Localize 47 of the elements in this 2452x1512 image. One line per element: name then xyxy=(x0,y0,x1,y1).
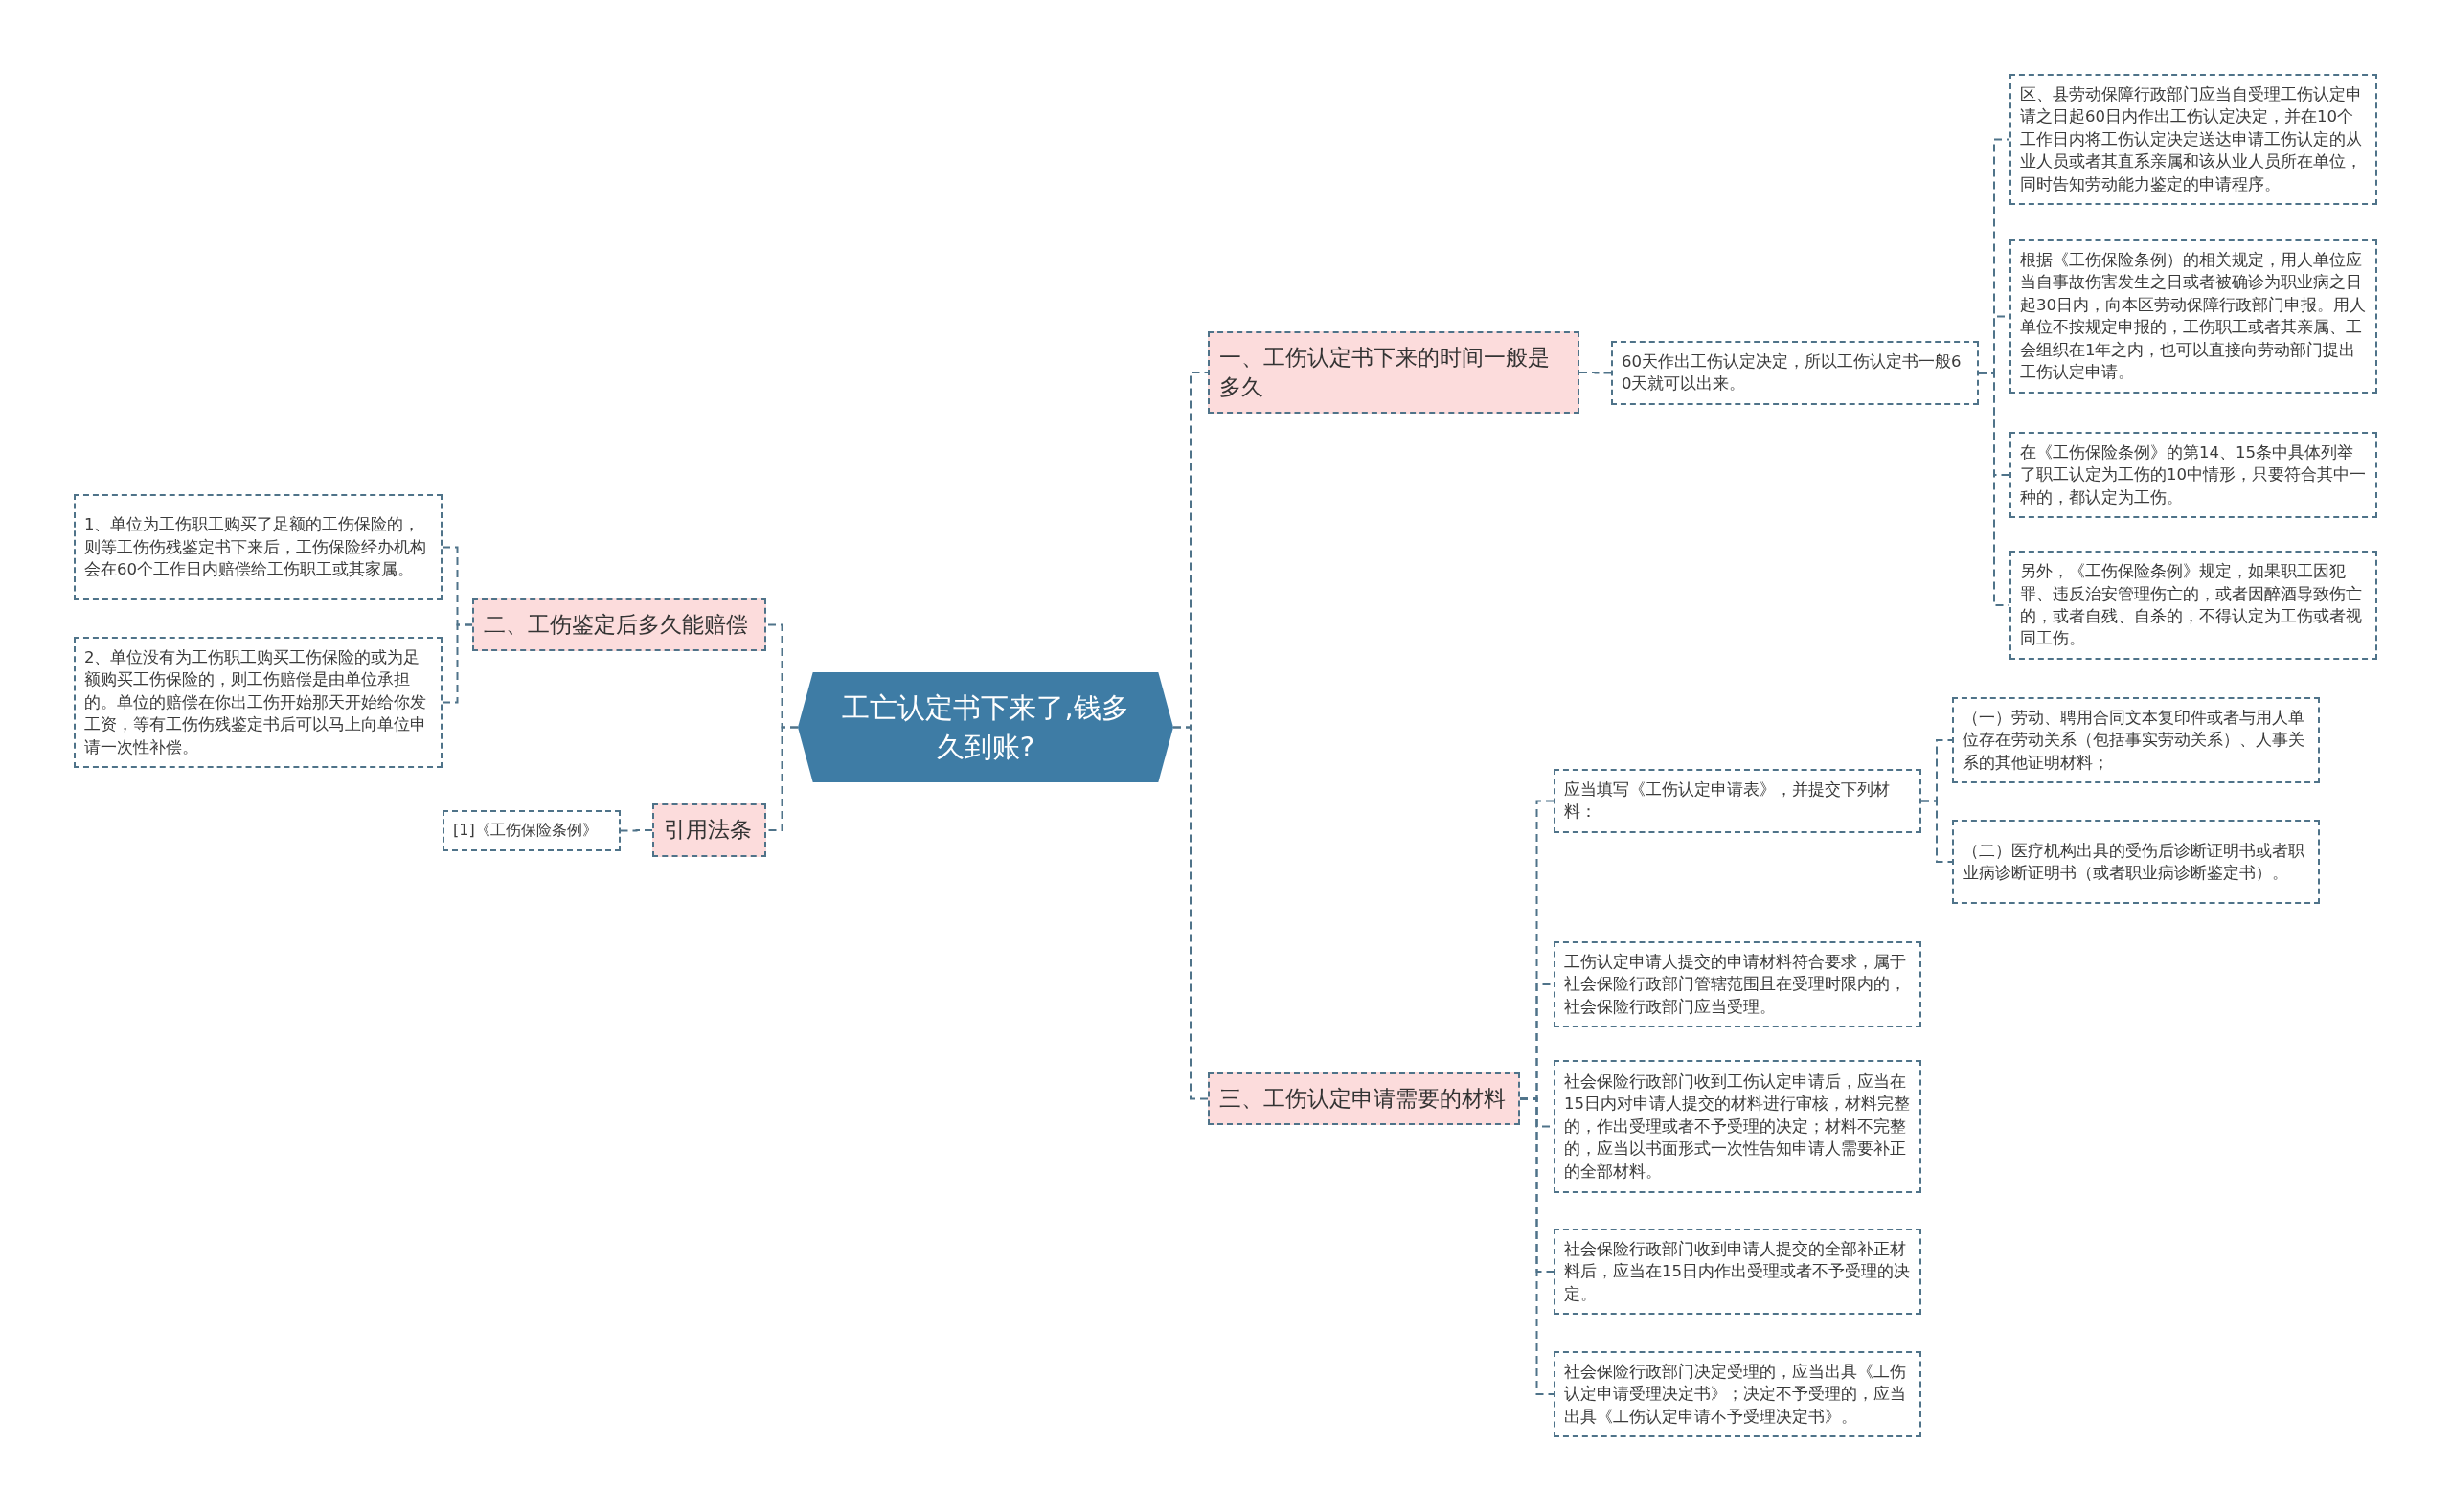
node-text: 应当填写《工伤认定申请表》，并提交下列材料： xyxy=(1564,779,1891,824)
topic-box xyxy=(1208,1072,1520,1126)
connector-line xyxy=(620,829,653,832)
root-title: 工亡认定书下来了,钱多久到账? xyxy=(841,689,1130,765)
note-box xyxy=(1554,1060,1921,1193)
note-box xyxy=(1554,769,1921,833)
note-box xyxy=(1554,941,1921,1028)
node-text: 工伤认定申请人提交的申请材料符合要求，属于社会保险行政部门管辖范围且在受理时限内的，社会保险行政部门应当受理。 xyxy=(1564,952,1907,1018)
branch-label: 一、工伤认定书下来的时间一般是多久 xyxy=(1219,344,1551,402)
node-text: 社会保险行政部门收到工伤认定申请后，应当在15日内对申请人提交的材料进行审核，材料完整的，作出受理或者不予受理的决定；材料不完整的，应当以书面形式一次性告知申请人需要补正的全部材料。 xyxy=(1564,1071,1911,1183)
connector-line xyxy=(1978,372,2010,606)
node-text: 社会保险行政部门决定受理的，应当出具《工伤认定申请受理决定书》；决定不予受理的，应当出具《工伤认定申请不予受理决定书》。 xyxy=(1564,1362,1907,1428)
note-box xyxy=(2009,432,2377,519)
note-box xyxy=(74,494,443,600)
node-text: 根据《工伤保险条例）的相关规定，用人单位应当自事故伤害发生之日或者被确诊为职业病之日起30日内，向本区劳动保障行政部门申报。用人单位不按规定申报的，工伤职工或者其亲属、工会组织在1年之内，也可以直接向劳动部门提出工伤认定申请。 xyxy=(2020,250,2367,384)
node-text: 60天作出工伤认定决定，所以工伤认定书一般60天就可以出来。 xyxy=(1622,351,1963,395)
branch-label: 三、工伤认定申请需要的材料 xyxy=(1219,1085,1506,1113)
connector-line xyxy=(1578,372,1612,374)
topic-box xyxy=(1208,331,1579,415)
topic-box xyxy=(472,598,766,652)
node-text: 区、县劳动保障行政部门应当自受理工伤认定申请之日起60日内作出工伤认定决定，并在10个工作日内将工伤认定决定送达申请工伤认定的从业人员或者其直系亲属和该从业人员所在单位，同时告知劳动能力鉴定的申请程序。 xyxy=(2020,84,2363,195)
note-box xyxy=(2009,551,2377,660)
note-box xyxy=(1554,1351,1921,1438)
note-box xyxy=(74,637,443,769)
root-node xyxy=(798,672,1173,782)
note-box xyxy=(443,810,621,851)
node-text: 1、单位为工伤职工购买了足额的工伤保险的，则等工伤伤残鉴定书下来后，工伤保险经办机构会在60个工作日内赔偿给工伤职工或其家属。 xyxy=(84,514,427,581)
node-text: [1]《工伤保险条例》 xyxy=(453,820,598,841)
node-text: 在《工伤保险条例》的第14、15条中具体列举了职工认定为工伤的10中情形，只要符合其中一种的，都认定为工伤。 xyxy=(2020,442,2367,508)
note-box xyxy=(1554,1229,1921,1316)
node-text: 另外，《工伤保险条例》规定，如果职工因犯罪、违反治安管理伤亡的，或者因醉酒导致伤亡的，或者自残、自杀的，不得认定为工伤或者视同工伤。 xyxy=(2020,561,2363,650)
note-box xyxy=(1611,341,1979,405)
connector-line xyxy=(1519,1097,1555,1395)
node-text: （二）医疗机构出具的受伤后诊断证明书或者职业病诊断证明书（或者职业病诊断鉴定书）。 xyxy=(1963,840,2305,884)
topic-box xyxy=(652,803,766,857)
node-text: 2、单位没有为工伤职工购买工伤保险的或为足额购买工伤保险的，则工伤赔偿是由单位承担的。单位的赔偿在你出工伤开始那天开始给你发工资，等有工伤伤残鉴定书后可以马上向单位申请一次性补偿。 xyxy=(84,647,427,758)
note-box xyxy=(1952,820,2320,904)
node-text: （一）劳动、聘用合同文本复印件或者与用人单位存在劳动关系（包括事实劳动关系）、人事关系的其他证明材料； xyxy=(1963,708,2305,774)
connector-line xyxy=(1920,800,1953,863)
note-box xyxy=(2009,74,2377,206)
connector-line xyxy=(1172,726,1209,1100)
note-box xyxy=(2009,239,2377,394)
connector-line xyxy=(442,623,473,704)
branch-label: 二、工伤鉴定后多久能赔偿 xyxy=(484,611,748,639)
node-text: 社会保险行政部门收到申请人提交的全部补正材料后，应当在15日内作出受理或者不予受理的决定。 xyxy=(1564,1239,1911,1305)
note-box xyxy=(1952,697,2320,784)
branch-label: 引用法条 xyxy=(664,816,752,845)
